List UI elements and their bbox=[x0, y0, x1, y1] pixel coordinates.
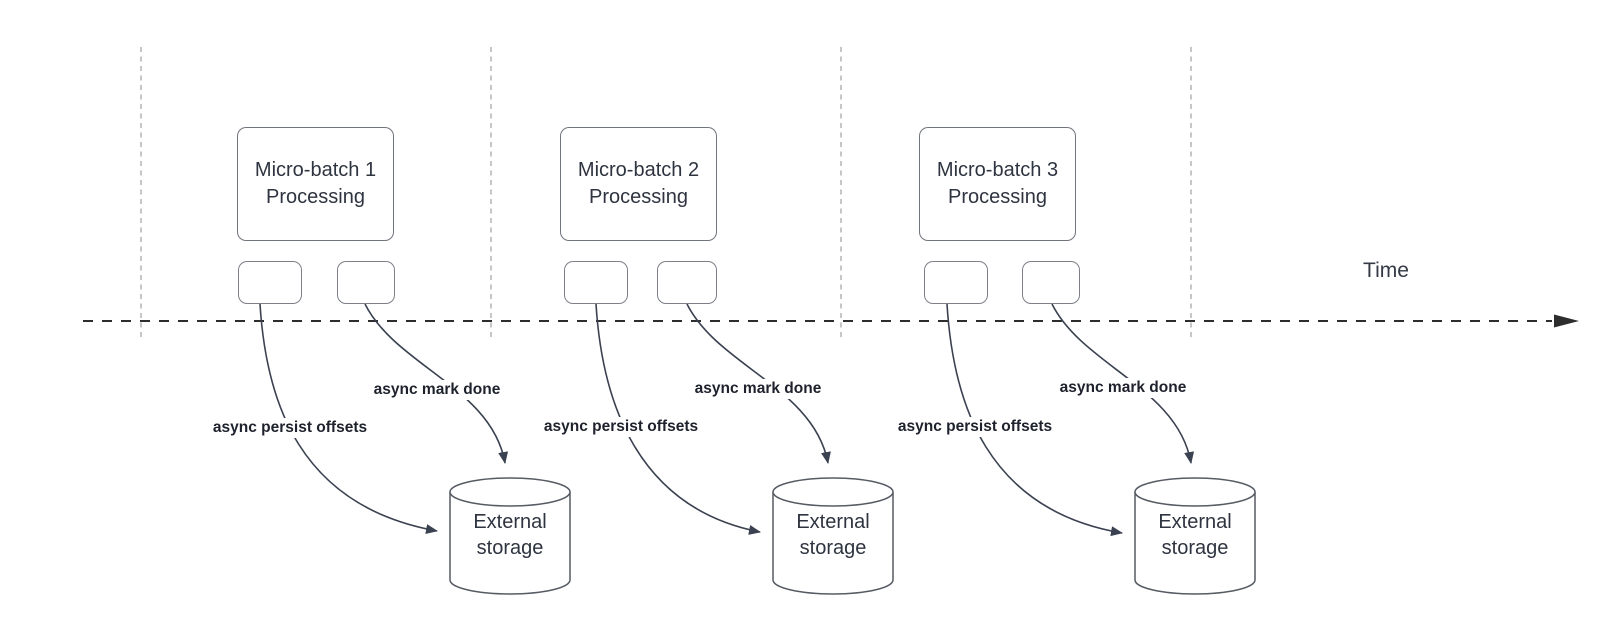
external-storage-cylinder-3 bbox=[1134, 477, 1256, 595]
async-persist-offsets-label-2: async persist offsets bbox=[540, 417, 702, 437]
async-persist-offsets-arrow-3 bbox=[946, 303, 1123, 537]
time-axis-arrowhead bbox=[1554, 314, 1579, 328]
async-mark-done-label-2: async mark done bbox=[691, 379, 825, 399]
external-storage-label-3: External storage bbox=[1158, 511, 1232, 559]
micro-batch-2-box: Micro-batch 2 Processing bbox=[560, 127, 717, 241]
mark-done-task-box-3 bbox=[1022, 261, 1080, 304]
async-persist-offsets-label-1: async persist offsets bbox=[209, 418, 371, 438]
external-storage-cylinder-2 bbox=[772, 477, 894, 595]
async-mark-done-arrow-2 bbox=[686, 303, 831, 464]
micro-batch-3-box: Micro-batch 3 Processing bbox=[919, 127, 1076, 241]
micro-batch-2-title-line1: Micro-batch 2 bbox=[577, 159, 700, 181]
micro-batch-3-title-line2: Processing bbox=[948, 186, 1047, 208]
external-storage-label-1: External storage bbox=[473, 511, 547, 559]
time-axis-label: Time bbox=[1363, 259, 1409, 282]
micro-batch-2-title-line2: Processing bbox=[589, 186, 688, 208]
micro-batch-3-title-line1: Micro-batch 3 bbox=[936, 159, 1059, 181]
external-storage-cylinder-1 bbox=[449, 477, 571, 595]
external-storage-label-2: External storage bbox=[796, 511, 870, 559]
persist-offsets-task-box-2 bbox=[564, 261, 628, 304]
async-persist-offsets-arrow-2 bbox=[595, 303, 761, 535]
mark-done-task-box-2 bbox=[657, 261, 717, 304]
persist-offsets-task-box-1 bbox=[238, 261, 302, 304]
async-mark-done-label-3: async mark done bbox=[1056, 378, 1190, 398]
micro-batch-1-box: Micro-batch 1 Processing bbox=[237, 127, 394, 241]
micro-batch-1-title-line1: Micro-batch 1 bbox=[254, 159, 377, 181]
micro-batch-1-title-line2: Processing bbox=[266, 186, 365, 208]
async-mark-done-arrow-1 bbox=[364, 303, 509, 464]
mark-done-task-box-1 bbox=[337, 261, 395, 304]
async-mark-done-label-1: async mark done bbox=[370, 380, 504, 400]
async-persist-offsets-label-3: async persist offsets bbox=[894, 417, 1056, 437]
async-persist-offsets-arrow-1 bbox=[259, 303, 438, 534]
persist-offsets-task-box-3 bbox=[924, 261, 988, 304]
